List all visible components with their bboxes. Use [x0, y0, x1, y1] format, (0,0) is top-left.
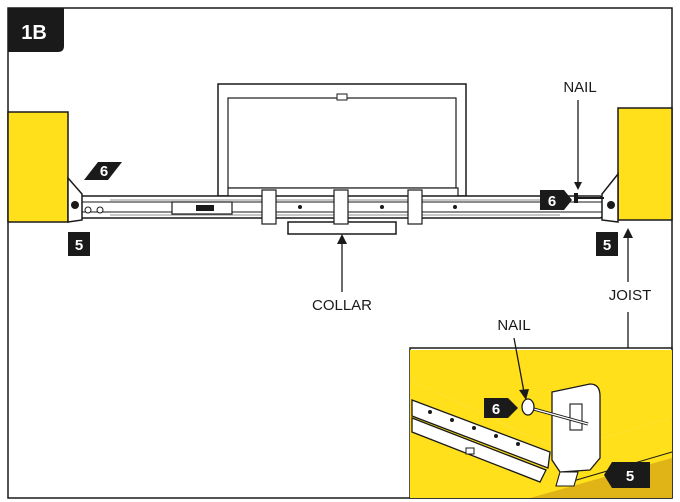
- svg-text:6: 6: [548, 193, 556, 210]
- badge-left-lower: 5: [68, 232, 90, 256]
- badge-inset-lower: 5: [604, 462, 650, 488]
- nail-leader-inset: [513, 337, 529, 400]
- nail-right: [574, 193, 604, 203]
- nail-label-top: NAIL: [563, 79, 596, 96]
- svg-text:6: 6: [100, 163, 108, 180]
- nail-leader-top: [574, 100, 582, 190]
- svg-text:5: 5: [603, 237, 611, 254]
- nail-label-inset: NAIL: [497, 317, 530, 334]
- badge-left-upper: 6: [84, 162, 122, 180]
- badge-right-upper: 6: [540, 190, 572, 210]
- fixture-housing: [217, 83, 467, 199]
- left-end-bracket: [67, 176, 83, 223]
- collar-label: COLLAR: [312, 297, 372, 314]
- badge-right-lower: 5: [596, 232, 618, 256]
- joist-leader-up: [623, 228, 633, 282]
- right-end-bracket: [601, 171, 619, 223]
- right-joist: [617, 107, 673, 221]
- svg-text:5: 5: [626, 468, 634, 485]
- step-label: 1B: [8, 8, 64, 52]
- joist-label: JOIST: [609, 287, 652, 304]
- badge-inset-upper: 6: [484, 398, 518, 418]
- step-label-text: 1B: [21, 22, 47, 44]
- collar-leader: [337, 234, 347, 292]
- svg-text:5: 5: [75, 237, 83, 254]
- left-joist: [7, 111, 69, 223]
- svg-text:6: 6: [492, 401, 500, 418]
